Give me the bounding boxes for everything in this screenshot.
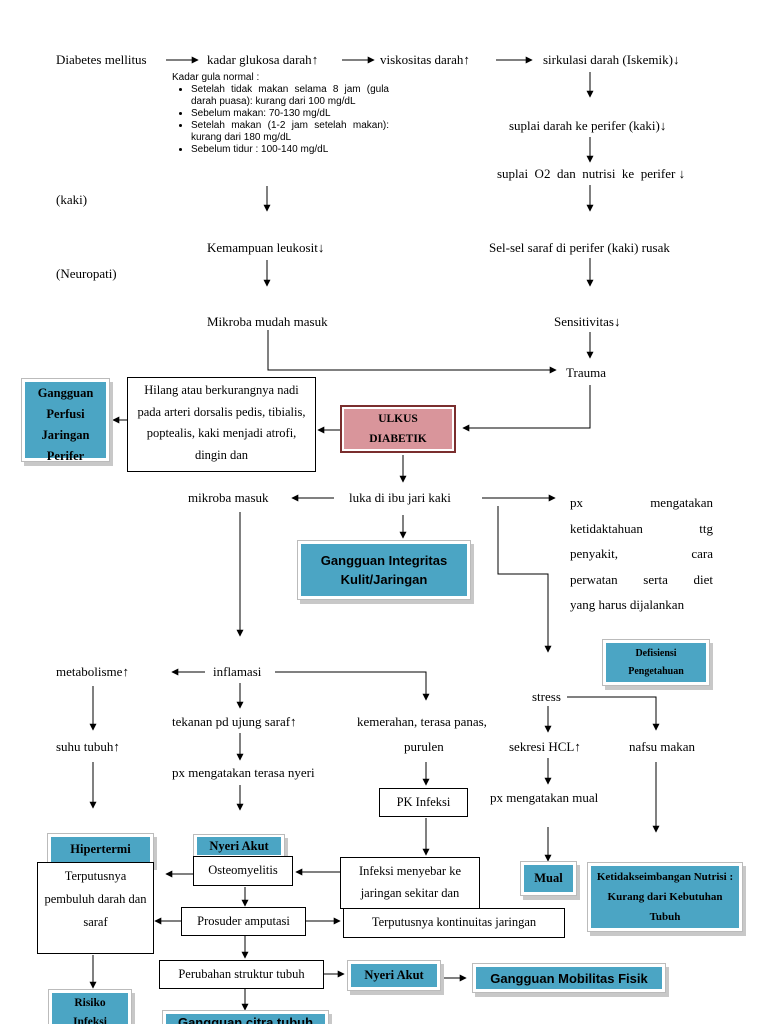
neuropati-label: (Neuropati) [56,266,117,281]
diabetes-mellitus: Diabetes mellitus [56,52,147,67]
arrow-up-icon: ↑ [113,739,120,754]
arrow-down-icon: ↓ [317,240,325,255]
arrow-luka-stress [497,506,552,653]
kemerahan: kemerahan, terasa panas, [357,714,487,729]
suplai-o2: suplai O2 dan nutrisi ke perifer ↓ [497,166,686,181]
note-item: Setelah tidak makan selama 8 jam (gula d… [191,84,389,108]
px-terasa-nyeri: px mengatakan terasa nyeri [172,765,315,780]
arrow-down-icon: ↓ [678,166,686,181]
arrow-down-icon: ↓ [613,314,621,329]
inflamasi: inflamasi [213,664,262,679]
stress: stress [532,689,561,704]
kaki-label: (kaki) [56,192,88,207]
px-mual: px mengatakan mual [490,790,599,805]
arrow-stress-nafsu [567,696,660,731]
suhu-tubuh: suhu tubuh↑ [56,739,120,754]
arrow-up-icon: ↑ [122,664,129,679]
dx-nyeri-akut: Nyeri Akut [193,834,285,858]
hilang-nadi-box: Hilang atau berkurangnya nadi pada arter… [127,377,316,472]
dx-nyeri-akut-2: Nyeri Akut [347,960,441,991]
sekresi-hcl: sekresi HCL↑ [509,739,581,754]
arrow-mikroba-trauma [267,330,557,374]
note-title: Kadar gula normal : [172,72,260,83]
terputusnya-pembuluh-box: Terputusnya pembuluh darah dan saraf [37,862,154,954]
arrow-down-icon: ↓ [659,118,667,133]
kadar-glukosa: kadar glukosa darah↑ [207,52,319,67]
tekanan-saraf: tekanan pd ujung saraf↑ [172,714,297,729]
ulkus-diabetik-box: ULKUS DIABETIK [340,405,456,453]
infeksi-menyebar-box: Infeksi menyebar ke jaringan sekitar dan [340,857,480,909]
terputusnya-kontinuitas-box: Terputusnya kontinuitas jaringan [343,908,565,938]
arrow-up-icon: ↑ [574,739,581,754]
sensitivitas: Sensitivitas↓ [554,314,621,329]
ulkus-label: ULKUS DIABETIK [369,413,427,445]
kadar-gula-note: Kadar gula normal : Setelah tidak makan … [172,72,389,156]
note-item: Sebelum makan: 70-130 mg/dL [191,108,389,120]
arrow-up-icon: ↑ [311,52,319,67]
metabolisme: metabolisme↑ [56,664,129,679]
arrow-up-icon: ↑ [290,714,297,729]
purulen: purulen [404,739,444,754]
note-item: Setelah makan (1-2 jam setelah makan): k… [191,120,389,144]
arrow-up-icon: ↑ [463,52,470,67]
kemampuan-leukosit: Kemampuan leukosit↓ [207,240,325,255]
luka-ibu-jari: luka di ibu jari kaki [349,490,451,505]
sel-saraf: Sel-sel saraf di perifer (kaki) rusak [489,240,670,255]
prosuder-amputasi-box: Prosuder amputasi [181,907,306,936]
dx-ketidakseimbangan-nutrisi: Ketidakseimbangan Nutrisi : Kurang dari … [587,862,743,932]
osteomyelitis-box: Osteomyelitis [193,856,293,886]
dx-defisiensi-pengetahuan: Defisiensi Pengetahuan [602,639,710,686]
perubahan-struktur-box: Perubahan struktur tubuh [159,960,324,989]
mikroba-masuk: mikroba masuk [188,490,269,505]
dx-gangguan-mobilitas: Gangguan Mobilitas Fisik [472,963,666,993]
pk-infeksi-box: PK Infeksi [379,788,468,817]
trauma: Trauma [566,365,606,380]
px-ketidaktahuan: px mengatakan ketidaktahuan ttg penyakit… [570,495,713,612]
arrow-inflamasi-kemerahan [275,671,430,701]
dx-risiko-infeksi: Risiko Infeksi [48,989,132,1024]
dx-gangguan-perfusi: Gangguan Perfusi Jaringan Perifer [21,378,110,462]
mikroba-mudah-masuk: Mikroba mudah masuk [207,314,328,329]
suplai-darah: suplai darah ke perifer (kaki)↓ [509,118,667,133]
viskositas-darah: viskositas darah↑ [380,52,470,67]
note-item: Sebelum tidur : 100-140 mg/dL [191,144,389,156]
sirkulasi-darah: sirkulasi darah (Iskemik)↓ [543,52,680,67]
dx-mual: Mual [520,861,577,896]
arrow-down-icon: ↓ [672,52,680,67]
nafsu-makan: nafsu makan [629,739,696,754]
arrow-trauma-ulkus [462,385,591,432]
dx-gangguan-integritas: Gangguan Integritas Kulit/Jaringan [297,540,471,600]
dx-gangguan-citra-tubuh: Gangguan citra tubuh [162,1010,329,1024]
